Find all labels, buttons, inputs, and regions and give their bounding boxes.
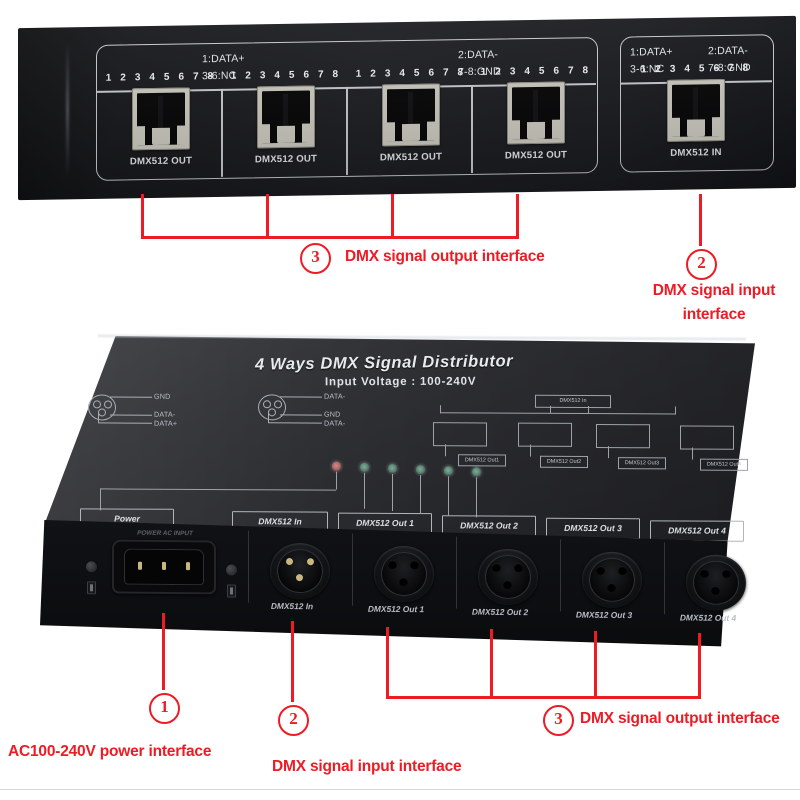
leader-out-b2 (490, 629, 493, 699)
rj45-panel-photo: 1:DATA+ 3-6:NC 2:DATA- 7-8:GND 1 2 3 4 5… (18, 15, 796, 201)
callout-text-input-top-2: interface (682, 306, 746, 323)
callout-number-2-top: 2 (686, 249, 717, 280)
fuse-tab-left (87, 581, 96, 595)
rj45-jack-icon (257, 85, 315, 149)
rj45-input-group (620, 34, 774, 173)
xlr-connector-dmx-in[interactable] (270, 542, 330, 600)
xlr-connector-dmx-out-3[interactable] (582, 551, 642, 609)
out-pin-left-line1: 1:DATA+ (202, 52, 245, 66)
rj45-jack-icon (507, 81, 565, 145)
front-cell-divider-3 (456, 536, 457, 609)
port-label: DMX512 OUT (504, 149, 568, 162)
callout-text-output-bottom: DMX signal output interface (580, 710, 780, 727)
panel-screw-left (86, 561, 97, 573)
rj45-jack-icon (382, 83, 440, 147)
leader-out-2 (266, 194, 269, 239)
port-label: DMX512 OUT (129, 155, 193, 168)
callout-text-input-bottom: DMX signal input interface (272, 758, 462, 775)
leader-out-4 (516, 194, 519, 239)
pin-numbers: 1 2 3 4 5 6 7 8 (640, 62, 752, 76)
pin-numbers: 1 2 3 4 5 6 7 8 (355, 67, 467, 80)
rj45-port-out-2[interactable]: 1 2 3 4 5 6 7 8 DMX512 OUT (227, 69, 345, 165)
port-label: DMX512 IN (670, 147, 722, 159)
callout-text-output-top: DMX signal output interface (345, 248, 545, 265)
front-label-dmx-out-4: DMX512 Out 4 (679, 612, 737, 623)
rj45-jack-icon (667, 79, 725, 142)
in-group-divider (621, 80, 772, 85)
iec-power-inlet[interactable] (112, 539, 216, 595)
rj45-output-group (96, 36, 598, 181)
leader-out-3 (391, 194, 394, 239)
leader-power (162, 613, 165, 690)
front-cell-divider-5 (664, 542, 665, 615)
pin-numbers: 1 2 3 4 5 6 7 8 (105, 70, 217, 84)
front-cell-divider-2 (352, 533, 353, 606)
in-pin-right-line2: 7-8:GND (708, 61, 751, 75)
in-pin-left-line1: 1:DATA+ (630, 45, 673, 59)
pin-numbers: 1 2 3 4 5 6 7 8 (230, 69, 342, 82)
page-bottom-rule (0, 789, 800, 790)
port-label: DMX512 OUT (254, 153, 318, 166)
port-label: DMX512 OUT (379, 151, 443, 164)
callout-number-3-bottom: 3 (543, 705, 574, 736)
front-cell-divider-1 (248, 530, 249, 603)
leader-out-b4 (698, 633, 701, 699)
xlr-connector-dmx-out-4[interactable] (686, 554, 746, 612)
leader-out-b1 (386, 627, 389, 699)
panel-highlight (66, 41, 69, 178)
xlr-connector-dmx-out-2[interactable] (478, 548, 538, 606)
out-cell-divider-3 (471, 84, 473, 173)
leader-in-top (699, 194, 702, 246)
xlr-connector-dmx-out-1[interactable] (374, 545, 434, 603)
out-pin-right-line2: 7-8:GND (458, 65, 501, 79)
front-label-dmx-out-3: DMX512 Out 3 (575, 609, 633, 621)
leader-dmx-in-bottom (291, 621, 294, 702)
rj45-jack-icon (132, 87, 190, 151)
callout-number-3-top: 3 (300, 243, 331, 274)
callout-number-1-bottom: 1 (149, 693, 180, 724)
rj45-port-in-1[interactable]: 1 2 3 4 5 6 7 8 DMX512 IN (637, 63, 755, 159)
out-pin-left-line2: 3-6:NC (202, 69, 237, 83)
out-cell-divider-2 (346, 86, 348, 175)
rj45-port-out-1[interactable]: 1 2 3 4 5 6 7 8 DMX512 OUT (102, 71, 220, 167)
out-group-divider (97, 83, 596, 93)
fuse-tab-right (227, 584, 236, 598)
in-pin-left-line2: 3-6:NC (630, 62, 665, 76)
callout-text-input-top-1: DMX signal input (652, 282, 776, 299)
callout-text-power: AC100-240V power interface (8, 743, 212, 760)
rj45-port-out-4[interactable]: 1 2 3 4 5 6 7 8 DMX512 OUT (477, 65, 595, 161)
in-pin-right-line1: 2:DATA- (708, 44, 749, 58)
front-panel-content: POWER AC INPUT (40, 333, 760, 664)
front-cell-divider-4 (560, 539, 561, 612)
out-pin-right-line1: 2:DATA- (458, 48, 499, 62)
power-inlet-caption: POWER AC INPUT (137, 529, 193, 538)
out-cell-divider-1 (221, 88, 223, 177)
front-label-dmx-out-1: DMX512 Out 1 (367, 603, 425, 615)
panel-screw-right (226, 564, 237, 576)
leader-out-1 (141, 194, 144, 239)
rj45-port-out-3[interactable]: 1 2 3 4 5 6 7 8 DMX512 OUT (352, 67, 470, 163)
leader-out-b3 (594, 631, 597, 699)
leader-out-bar-bottom (386, 696, 701, 699)
leader-out-bar (141, 236, 519, 239)
front-label-dmx-in: DMX512 In (270, 600, 314, 612)
device-top-panel (44, 336, 755, 541)
callout-number-2-bottom: 2 (278, 705, 309, 736)
pin-numbers: 1 2 3 4 5 6 7 8 (480, 65, 592, 78)
device-photo: 4 Ways DMX Signal Distributor Input Volt… (40, 333, 760, 664)
front-label-dmx-out-2: DMX512 Out 2 (471, 606, 529, 618)
